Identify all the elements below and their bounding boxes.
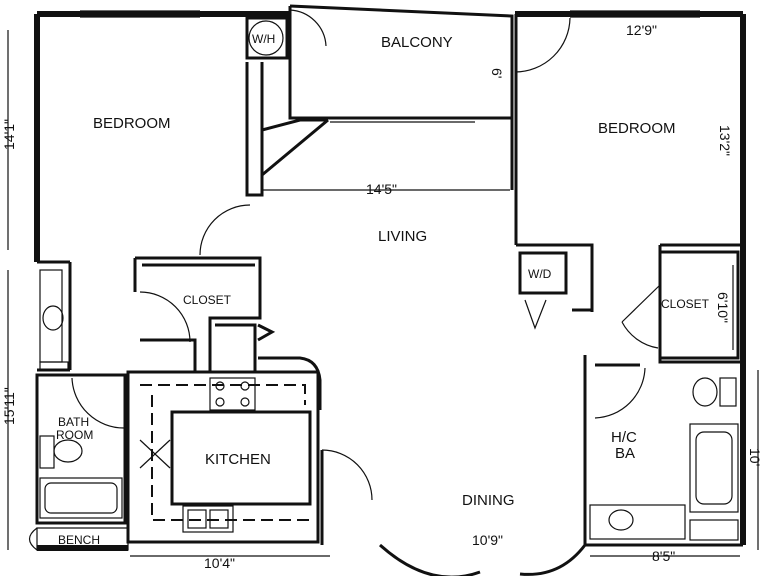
closet-right-label: CLOSET: [661, 297, 710, 311]
bath-room: [35, 269, 127, 525]
balcony-walls: [288, 4, 514, 190]
closet-left-label: CLOSET: [183, 293, 232, 307]
living-label: LIVING: [378, 228, 427, 245]
dim-kitchen-width: 10'4": [204, 555, 235, 571]
bath-label-2: ROOM: [56, 428, 93, 442]
dim-dining-width: 10'9": [472, 532, 503, 548]
left-bedroom-closet-walls: [245, 62, 329, 197]
right-closet: [621, 250, 740, 360]
hc-label-2: BA: [615, 445, 635, 462]
balcony-door-swing: [514, 17, 571, 73]
dining-label: DINING: [462, 492, 515, 509]
hc-bath: [583, 355, 743, 547]
dim-right-bedroom-width: 12'9": [626, 22, 657, 38]
hc-label-1: H/C: [611, 429, 637, 446]
water-heater-closet: [245, 9, 327, 60]
bedroom-left-label: BEDROOM: [93, 115, 171, 132]
windows: [80, 10, 700, 123]
left-bedroom-door-swing: [199, 204, 251, 256]
dim-right-bedroom-depth: 13'2": [717, 125, 733, 156]
washer-dryer-label: W/D: [528, 267, 552, 281]
dim-left-bedroom-depth: 14'1": [1, 119, 17, 150]
dining-bay: [320, 510, 587, 576]
bath-label-1: BATH: [58, 415, 89, 429]
dim-bath-width: 8'5": [652, 548, 675, 564]
dim-left-lower-depth: 15'11": [1, 387, 17, 425]
water-heater-label: W/H: [252, 32, 275, 46]
exterior-walls: [34, 11, 746, 551]
left-bedroom-walls: [37, 260, 72, 372]
dimension-lines: [7, 30, 759, 557]
dim-closet-depth: 6'10": [715, 292, 731, 323]
bench-label: BENCH: [58, 533, 100, 547]
bedroom-right-label: BEDROOM: [598, 120, 676, 137]
left-closet-walls: [133, 256, 276, 372]
kitchen-label: KITCHEN: [205, 451, 271, 468]
kitchen: [126, 356, 373, 544]
dim-right-lower-depth: 10': [747, 448, 763, 466]
dim-living-width: 14'5": [366, 181, 397, 197]
balcony-label: BALCONY: [381, 34, 453, 51]
dim-balcony-depth: 6': [489, 68, 505, 78]
washer-dryer: [518, 251, 568, 330]
